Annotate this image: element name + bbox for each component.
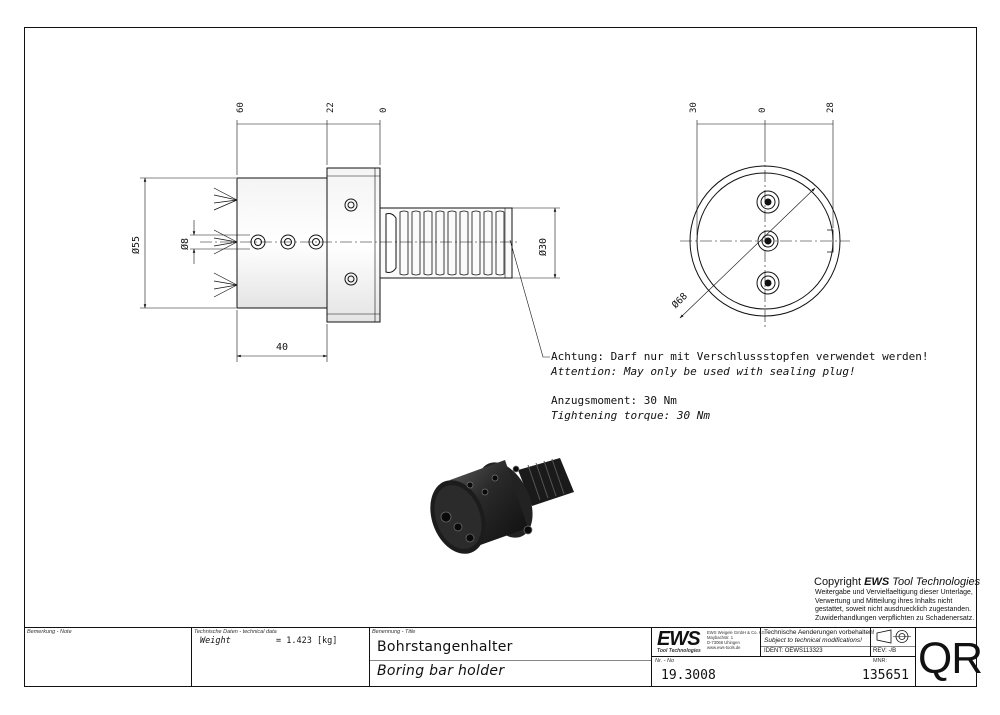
ident: IDENT: OEWS113323 <box>764 648 823 654</box>
dim-40: 40 <box>276 342 289 353</box>
copyright-title: Copyright EWS Tool Technologies <box>814 576 981 588</box>
dim-30-right: 30 <box>689 102 699 113</box>
dim-0-right: 0 <box>758 107 768 113</box>
warning-note-en: Attention: May only be used with sealing… <box>551 365 856 378</box>
qr-mark: QR <box>918 634 983 683</box>
weight-value: = 1.423 [kg] <box>276 636 338 646</box>
nr-value: 19.3008 <box>661 668 716 683</box>
side-view <box>140 120 560 362</box>
ews-logo-sub: Tool Technologies <box>657 648 701 654</box>
modification-en: Subject to technical modifications! <box>764 637 862 644</box>
dim-dia-30: Ø30 <box>538 237 549 256</box>
front-view <box>679 120 850 330</box>
ews-logo: EWS <box>657 628 701 650</box>
nr-label: Nr. - No <box>655 658 675 664</box>
copyright-text: Weitergabe und Vervielfaeltigung dieser … <box>815 589 975 622</box>
dim-60: 60 <box>236 102 246 113</box>
dim-22: 22 <box>326 102 336 113</box>
dim-dia-55: Ø55 <box>131 235 142 254</box>
iso-view <box>430 458 574 554</box>
mnr-value: 135651 <box>862 668 909 683</box>
title-block-frame <box>24 627 976 686</box>
modification-de: Technische Aenderungen vorbehalten! <box>764 629 875 636</box>
warning-note-de: Achtung: Darf nur mit Verschlussstopfen … <box>551 350 929 363</box>
torque-note-en: Tightening torque: 30 Nm <box>551 409 710 422</box>
title-de: Bohrstangenhalter <box>377 639 513 655</box>
dim-0-left: 0 <box>379 107 389 113</box>
title-en: Boring bar holder <box>377 663 505 679</box>
revision: REV: -/B <box>873 648 897 654</box>
weight-label: Weight <box>200 636 231 646</box>
dim-dia-8: Ø8 <box>180 237 191 250</box>
company-address: EWS Weigele GmbH & Co. KG Maybachstr. 1 … <box>707 630 765 650</box>
designation-label: Benennung - Title <box>372 629 416 635</box>
remark-label: Bemerkung - Note <box>27 629 72 635</box>
dim-28-right: 28 <box>826 102 836 113</box>
tech-data-label: Technische Daten - technical data <box>194 629 277 635</box>
mnr-label: MNR: <box>873 658 888 664</box>
torque-note-de: Anzugsmoment: 30 Nm <box>551 394 677 407</box>
